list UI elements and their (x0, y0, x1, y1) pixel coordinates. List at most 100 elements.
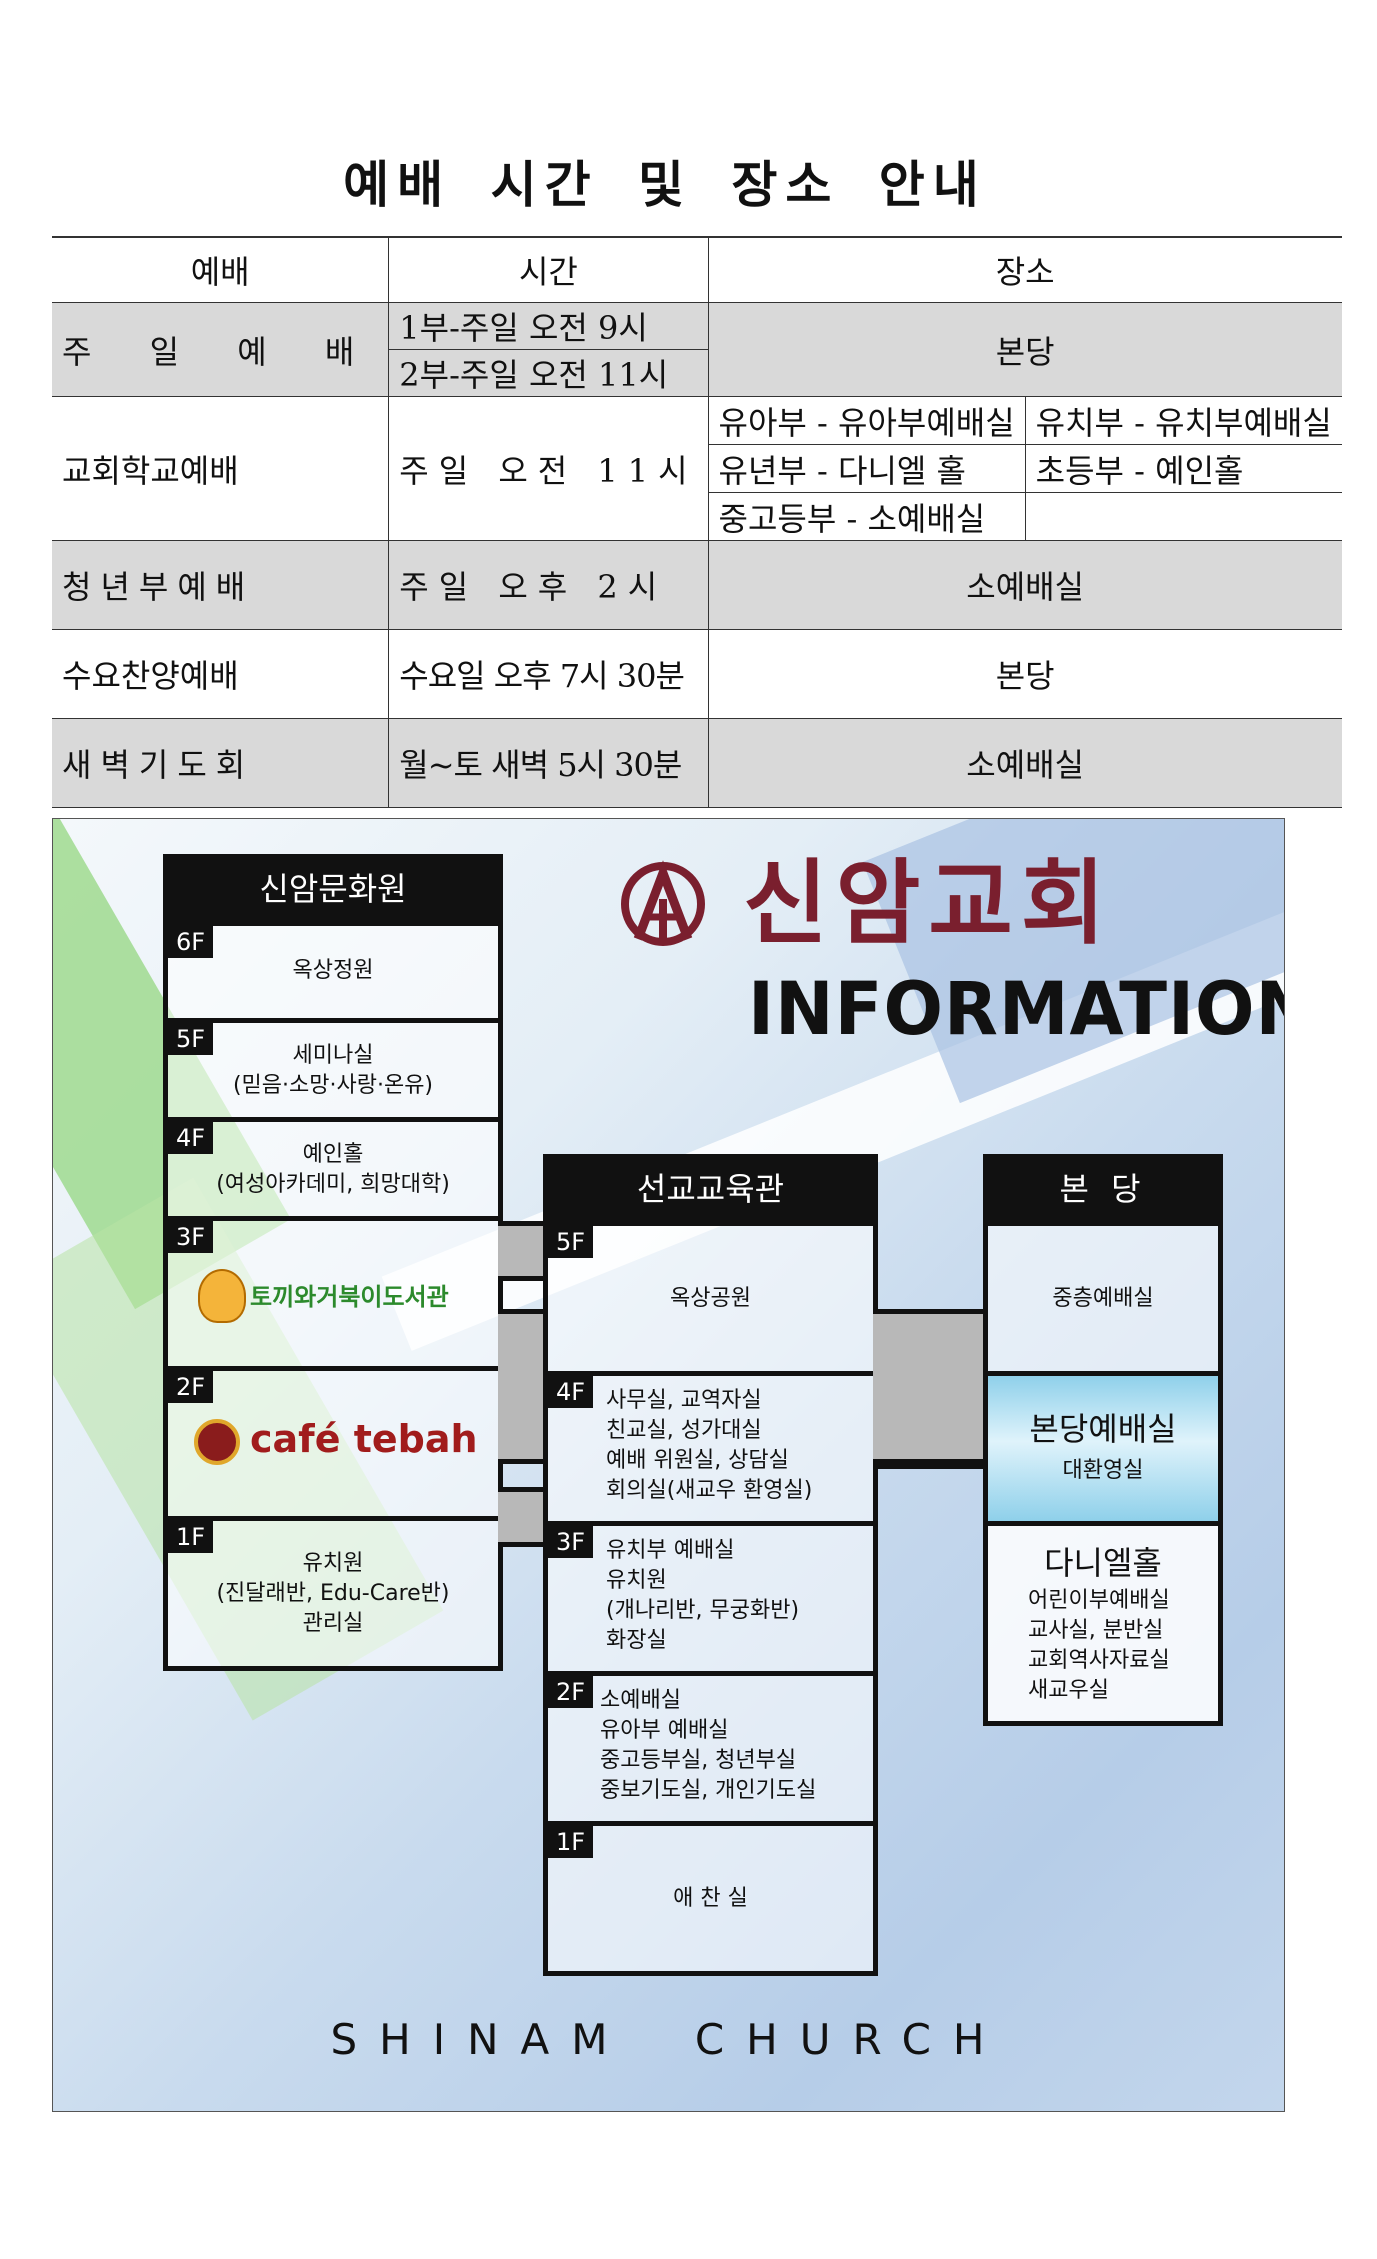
floor-label: 4F (548, 1376, 594, 1408)
room-text: 중층예배실 (1052, 1286, 1154, 1311)
sunday-time-2: 2부-주일 오전 11시 (388, 349, 709, 397)
sunday-label: 주 일 예 배 (52, 302, 390, 397)
room-text: (믿음·소망·사랑·온유) (232, 1073, 434, 1098)
school-place-3: 유년부 - 다니엘 홀 (708, 444, 1026, 493)
table-row-sunday-2: 2부-주일 오전 11시 (52, 349, 1342, 397)
schedule-table: 예배 시간 장소 주 일 예 배 1부-주일 오전 9시 본당 2부-주일 오전… (52, 236, 1342, 808)
church-logo-icon (618, 859, 708, 949)
main-sanctuary-title: 본 당 (983, 1154, 1223, 1224)
room-text: 예인홀 (302, 1142, 364, 1167)
table-row-school-2: 유년부 - 다니엘 홀 초등부 - 예인홀 (52, 444, 1342, 493)
wednesday-time: 수요일 오후 7시 30분 (388, 629, 709, 719)
main-floor-daniel-hall: 다니엘홀 어린이부예배실 교사실, 분반실 교회역사자료실 새교우실 (983, 1521, 1223, 1726)
table-header-row: 예배 시간 장소 (52, 236, 1342, 303)
culture-floor-3f: 3F 토끼와거북이도서관 (163, 1216, 503, 1371)
culture-floor-2f: 2F café tebah (163, 1366, 503, 1521)
room-text: 어린이부예배실 (1028, 1588, 1170, 1613)
floor-label: 3F (548, 1526, 594, 1558)
mission-floor-5f: 5F 옥상공원 (543, 1221, 878, 1376)
floor-label: 5F (168, 1023, 214, 1055)
floor-label: 3F (168, 1221, 214, 1253)
room-text: 세미나실 (292, 1043, 374, 1068)
cafe-logo-icon (194, 1419, 240, 1465)
header-service: 예배 (52, 236, 390, 303)
church-name: 신암교회 (743, 850, 1114, 957)
table-row-school: 교회학교예배 주일 오전 11시 유아부 - 유아부예배실 유치부 - 유치부예… (52, 396, 1342, 541)
header-time: 시간 (388, 236, 709, 303)
dawn-time: 월~토 새벽 5시 30분 (388, 718, 709, 808)
youth-label: 청년부예배 (52, 540, 390, 630)
room-text: 유치원 (606, 1568, 667, 1593)
room-text: 사무실, 교역자실 (606, 1388, 762, 1413)
floor-label: 1F (548, 1826, 594, 1858)
wednesday-place: 본당 (707, 629, 1342, 719)
connector (498, 1487, 548, 1547)
connector (873, 1309, 988, 1464)
floor-label: 2F (168, 1371, 214, 1403)
room-text: 교사실, 분반실 (1028, 1618, 1164, 1643)
wednesday-label: 수요찬양예배 (52, 629, 390, 719)
floor-label: 1F (168, 1521, 214, 1553)
floor-label: 2F (548, 1676, 594, 1708)
footer-church-name: SHINAM CHURCH (330, 2015, 1007, 2064)
culture-floor-4f: 4F 예인홀 (여성아카데미, 희망대학) (163, 1117, 503, 1221)
connector (873, 1464, 988, 1469)
dawn-place: 소예배실 (707, 718, 1342, 808)
mission-hall-title: 선교교육관 (543, 1154, 878, 1224)
school-place-2: 유치부 - 유치부예배실 (1024, 396, 1342, 445)
school-place-1: 유아부 - 유아부예배실 (707, 396, 1026, 445)
cafe-name: café tebah (250, 1417, 478, 1461)
room-text: (개나리반, 무궁화반) (606, 1598, 800, 1623)
dawn-label: 새벽기도회 (52, 718, 390, 808)
culture-center-title: 신암문화원 (163, 854, 503, 924)
room-text: 대환영실 (1062, 1458, 1144, 1483)
sunday-time-1: 1부-주일 오전 9시 (388, 302, 709, 350)
room-text: 중보기도실, 개인기도실 (600, 1778, 817, 1803)
school-place-5: 중고등부 - 소예배실 (708, 492, 1026, 541)
room-text: 친교실, 성가대실 (606, 1418, 762, 1443)
room-text: (여성아카데미, 희망대학) (216, 1172, 450, 1197)
culture-floor-1f: 1F 유치원 (진달래반, Edu-Care반) 관리실 (163, 1516, 503, 1671)
sanctuary-name: 본당예배실 (1029, 1410, 1177, 1448)
culture-floor-6f: 6F 옥상정원 (163, 921, 503, 1023)
main-floor-upper: 중층예배실 (983, 1221, 1223, 1376)
floor-label: 6F (168, 926, 214, 958)
header-place: 장소 (707, 236, 1342, 303)
table-row-sunday: 주 일 예 배 1부-주일 오전 9시 본당 (52, 302, 1342, 397)
room-text: (진달래반, Edu-Care반) (216, 1581, 450, 1606)
room-text: 교회역사자료실 (1028, 1648, 1170, 1673)
main-floor-sanctuary: 본당예배실 대환영실 (983, 1371, 1223, 1526)
room-text: 중고등부실, 청년부실 (600, 1748, 797, 1773)
culture-floor-5f: 5F 세미나실 (믿음·소망·사랑·온유) (163, 1018, 503, 1122)
mission-floor-1f: 1F 애 찬 실 (543, 1821, 878, 1976)
room-text: 유아부 예배실 (600, 1718, 729, 1743)
rabbit-icon (198, 1269, 246, 1323)
connector (498, 1221, 548, 1281)
table-row-wednesday: 수요찬양예배 수요일 오후 7시 30분 본당 (52, 629, 1342, 719)
information-panel: 신암교회 INFORMATION 신암문화원 6F 옥상정원 5F 세미나실 (… (52, 818, 1285, 2112)
youth-place: 소예배실 (707, 540, 1342, 630)
school-label: 교회학교예배 (52, 396, 390, 541)
youth-time: 주일 오후 2시 (388, 540, 709, 630)
mission-floor-2f: 2F 소예배실 유아부 예배실 중고등부실, 청년부실 중보기도실, 개인기도실 (543, 1671, 878, 1826)
connector (498, 1309, 548, 1464)
room-text: 옥상공원 (670, 1286, 751, 1311)
school-place-6 (1024, 492, 1342, 541)
mission-floor-3f: 3F 유치부 예배실 유치원 (개나리반, 무궁화반) 화장실 (543, 1521, 878, 1676)
room-text: 새교우실 (1028, 1678, 1109, 1703)
table-row-dawn: 새벽기도회 월~토 새벽 5시 30분 소예배실 (52, 718, 1342, 808)
table-row-youth: 청년부예배 주일 오후 2시 소예배실 (52, 540, 1342, 630)
room-text: 소예배실 (600, 1688, 681, 1713)
room-text: 옥상정원 (292, 958, 374, 983)
page-title: 예배 시간 및 장소 안내 (343, 155, 987, 214)
room-text: 관리실 (302, 1611, 364, 1636)
school-place-4: 초등부 - 예인홀 (1024, 444, 1342, 493)
floor-label: 4F (168, 1122, 214, 1154)
room-text: 애 찬 실 (673, 1886, 748, 1911)
daniel-hall-name: 다니엘홀 (1044, 1544, 1162, 1582)
school-time: 주일 오전 11시 (388, 396, 709, 541)
information-heading: INFORMATION (748, 965, 1285, 1053)
room-text: 유치원 (302, 1551, 364, 1576)
mission-floor-4f: 4F 사무실, 교역자실 친교실, 성가대실 예배 위원실, 상담실 회의실(새… (543, 1371, 878, 1526)
room-text: 예배 위원실, 상담실 (606, 1448, 789, 1473)
